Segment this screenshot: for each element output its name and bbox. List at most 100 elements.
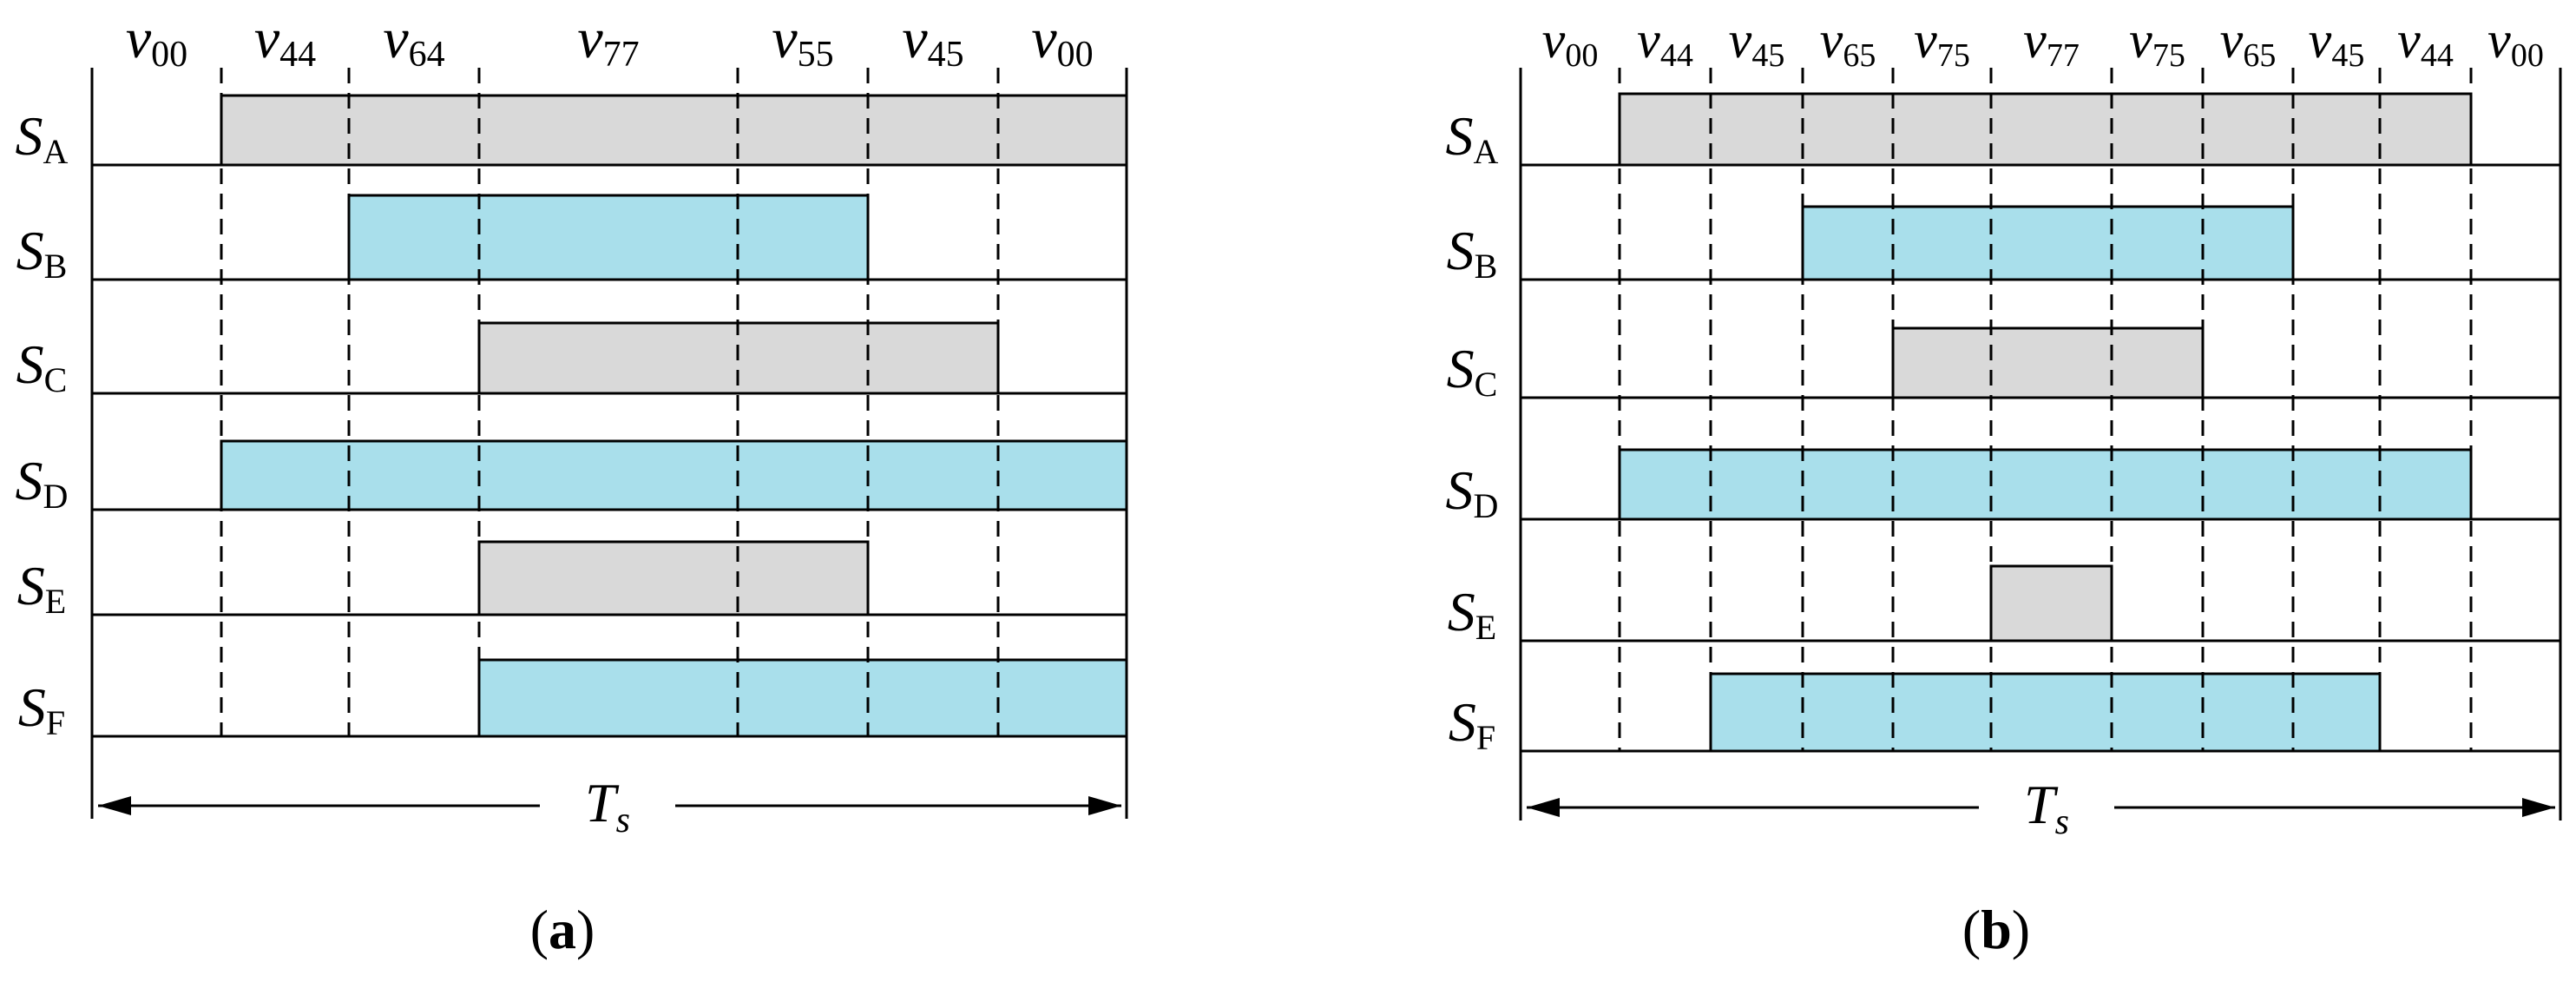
vector-label-subscript: 00 bbox=[2511, 37, 2544, 74]
vector-label: v75 bbox=[1914, 11, 1970, 74]
vector-label-base: v bbox=[772, 7, 798, 70]
signal-label-e: SE bbox=[17, 555, 66, 621]
period-label-base: T bbox=[2024, 774, 2059, 835]
caption-letter: a bbox=[549, 899, 576, 960]
vector-label-base: v bbox=[126, 7, 152, 70]
vector-label-subscript: 45 bbox=[2331, 37, 2364, 74]
signal-label-d-base: S bbox=[16, 450, 43, 511]
signal-pulse-c bbox=[1891, 326, 2205, 399]
vector-label-subscript: 77 bbox=[2047, 37, 2080, 74]
vector-label-subscript: 65 bbox=[1843, 37, 1876, 74]
vector-label-subscript: 44 bbox=[1660, 37, 1693, 74]
panel-caption: (a) bbox=[530, 899, 595, 960]
signal-pulse-f bbox=[1709, 672, 2382, 753]
vector-label: v00 bbox=[126, 7, 187, 75]
vector-label-base: v bbox=[2220, 11, 2244, 69]
arrowhead-right bbox=[1088, 796, 1121, 815]
vector-label-subscript: 44 bbox=[2421, 37, 2454, 74]
signal-label-f-subscript: F bbox=[46, 703, 65, 742]
vector-label-base: v bbox=[2309, 11, 2332, 69]
vector-label-base: v bbox=[1914, 11, 1937, 69]
vector-label: v64 bbox=[383, 7, 444, 75]
vector-label-subscript: 00 bbox=[1057, 35, 1094, 75]
vector-label: v45 bbox=[1729, 11, 1785, 74]
vector-label: v00 bbox=[1542, 11, 1599, 74]
signal-label-f-subscript: F bbox=[1476, 718, 1495, 757]
signal-pulse-e bbox=[1989, 564, 2113, 643]
signal-label-e: SE bbox=[1448, 581, 1496, 647]
vector-label: v75 bbox=[2129, 11, 2185, 74]
signal-pulse-f bbox=[477, 658, 1128, 738]
vector-label-base: v bbox=[1542, 11, 1566, 69]
caption-close-paren: ) bbox=[2012, 899, 2030, 960]
signal-pulse-a bbox=[1618, 92, 2473, 167]
vector-label: v55 bbox=[772, 7, 833, 75]
vector-label-subscript: 00 bbox=[1565, 37, 1598, 74]
caption-letter: b bbox=[1981, 899, 2012, 960]
vector-label: v00 bbox=[2487, 11, 2544, 74]
vector-label-base: v bbox=[2023, 11, 2047, 69]
vector-label: v77 bbox=[577, 7, 639, 75]
signal-pulse-d bbox=[1618, 448, 2473, 521]
signal-label-a-subscript: A bbox=[43, 132, 69, 171]
vector-label-subscript: 64 bbox=[409, 35, 445, 75]
signal-label-c-base: S bbox=[16, 333, 44, 395]
vector-label-subscript: 75 bbox=[1937, 37, 1970, 74]
signal-label-d: SD bbox=[16, 450, 69, 516]
vector-label-base: v bbox=[1820, 11, 1843, 69]
signal-label-f-base: S bbox=[1449, 691, 1476, 753]
panel-caption: (b) bbox=[1962, 899, 2030, 960]
vector-label: v45 bbox=[902, 7, 963, 75]
vector-label: v77 bbox=[2023, 11, 2080, 74]
period-label-subscript: s bbox=[2055, 802, 2069, 842]
signal-label-c-base: S bbox=[1447, 338, 1475, 399]
signal-label-d-subscript: D bbox=[1474, 486, 1499, 525]
signal-label-f: SF bbox=[1449, 691, 1495, 757]
signal-pulse-b bbox=[1801, 205, 2295, 281]
vector-label-base: v bbox=[2487, 11, 2511, 69]
signal-label-a: SA bbox=[1446, 105, 1499, 171]
vector-label-subscript: 44 bbox=[279, 35, 316, 75]
signal-label-b-subscript: B bbox=[44, 247, 68, 286]
period-label: Ts bbox=[2024, 774, 2069, 842]
signal-label-b-subscript: B bbox=[1475, 247, 1498, 286]
arrowhead-left bbox=[98, 796, 131, 815]
signal-pulse-b bbox=[347, 194, 870, 281]
signal-label-e-base: S bbox=[1448, 581, 1475, 643]
vector-label-subscript: 55 bbox=[798, 35, 834, 75]
vector-label-base: v bbox=[2129, 11, 2152, 69]
vector-label: v45 bbox=[2309, 11, 2365, 74]
vector-label-base: v bbox=[1637, 11, 1660, 69]
signal-label-b: SB bbox=[1447, 220, 1498, 286]
signal-label-b-base: S bbox=[16, 220, 44, 281]
signal-label-a-subscript: A bbox=[1474, 132, 1499, 171]
signal-label-e-subscript: E bbox=[1475, 608, 1496, 647]
vector-label-base: v bbox=[2397, 11, 2421, 69]
vector-label-subscript: 77 bbox=[603, 35, 640, 75]
arrowhead-left bbox=[1527, 798, 1560, 817]
arrowhead-right bbox=[2522, 798, 2555, 817]
vector-label-base: v bbox=[383, 7, 409, 70]
signal-label-e-subscript: E bbox=[45, 582, 66, 621]
vector-label: v00 bbox=[1031, 7, 1093, 75]
period-label: Ts bbox=[585, 772, 630, 840]
vector-label-base: v bbox=[577, 7, 603, 70]
vector-label-subscript: 45 bbox=[928, 35, 964, 75]
signal-label-d: SD bbox=[1446, 459, 1499, 525]
period-label-subscript: s bbox=[616, 801, 630, 840]
signal-pulse-e bbox=[477, 540, 870, 616]
signal-label-c-subscript: C bbox=[44, 360, 68, 399]
signal-pulse-d bbox=[220, 439, 1128, 511]
vector-label-subscript: 45 bbox=[1751, 37, 1784, 74]
signal-label-c: SC bbox=[1447, 338, 1498, 404]
vector-label: v44 bbox=[2397, 11, 2454, 74]
signal-label-f: SF bbox=[18, 676, 65, 742]
signal-label-c-subscript: C bbox=[1475, 365, 1498, 404]
signal-label-a-base: S bbox=[16, 105, 43, 167]
vector-label-subscript: 75 bbox=[2152, 37, 2185, 74]
caption-open-paren: ( bbox=[1962, 899, 1981, 960]
